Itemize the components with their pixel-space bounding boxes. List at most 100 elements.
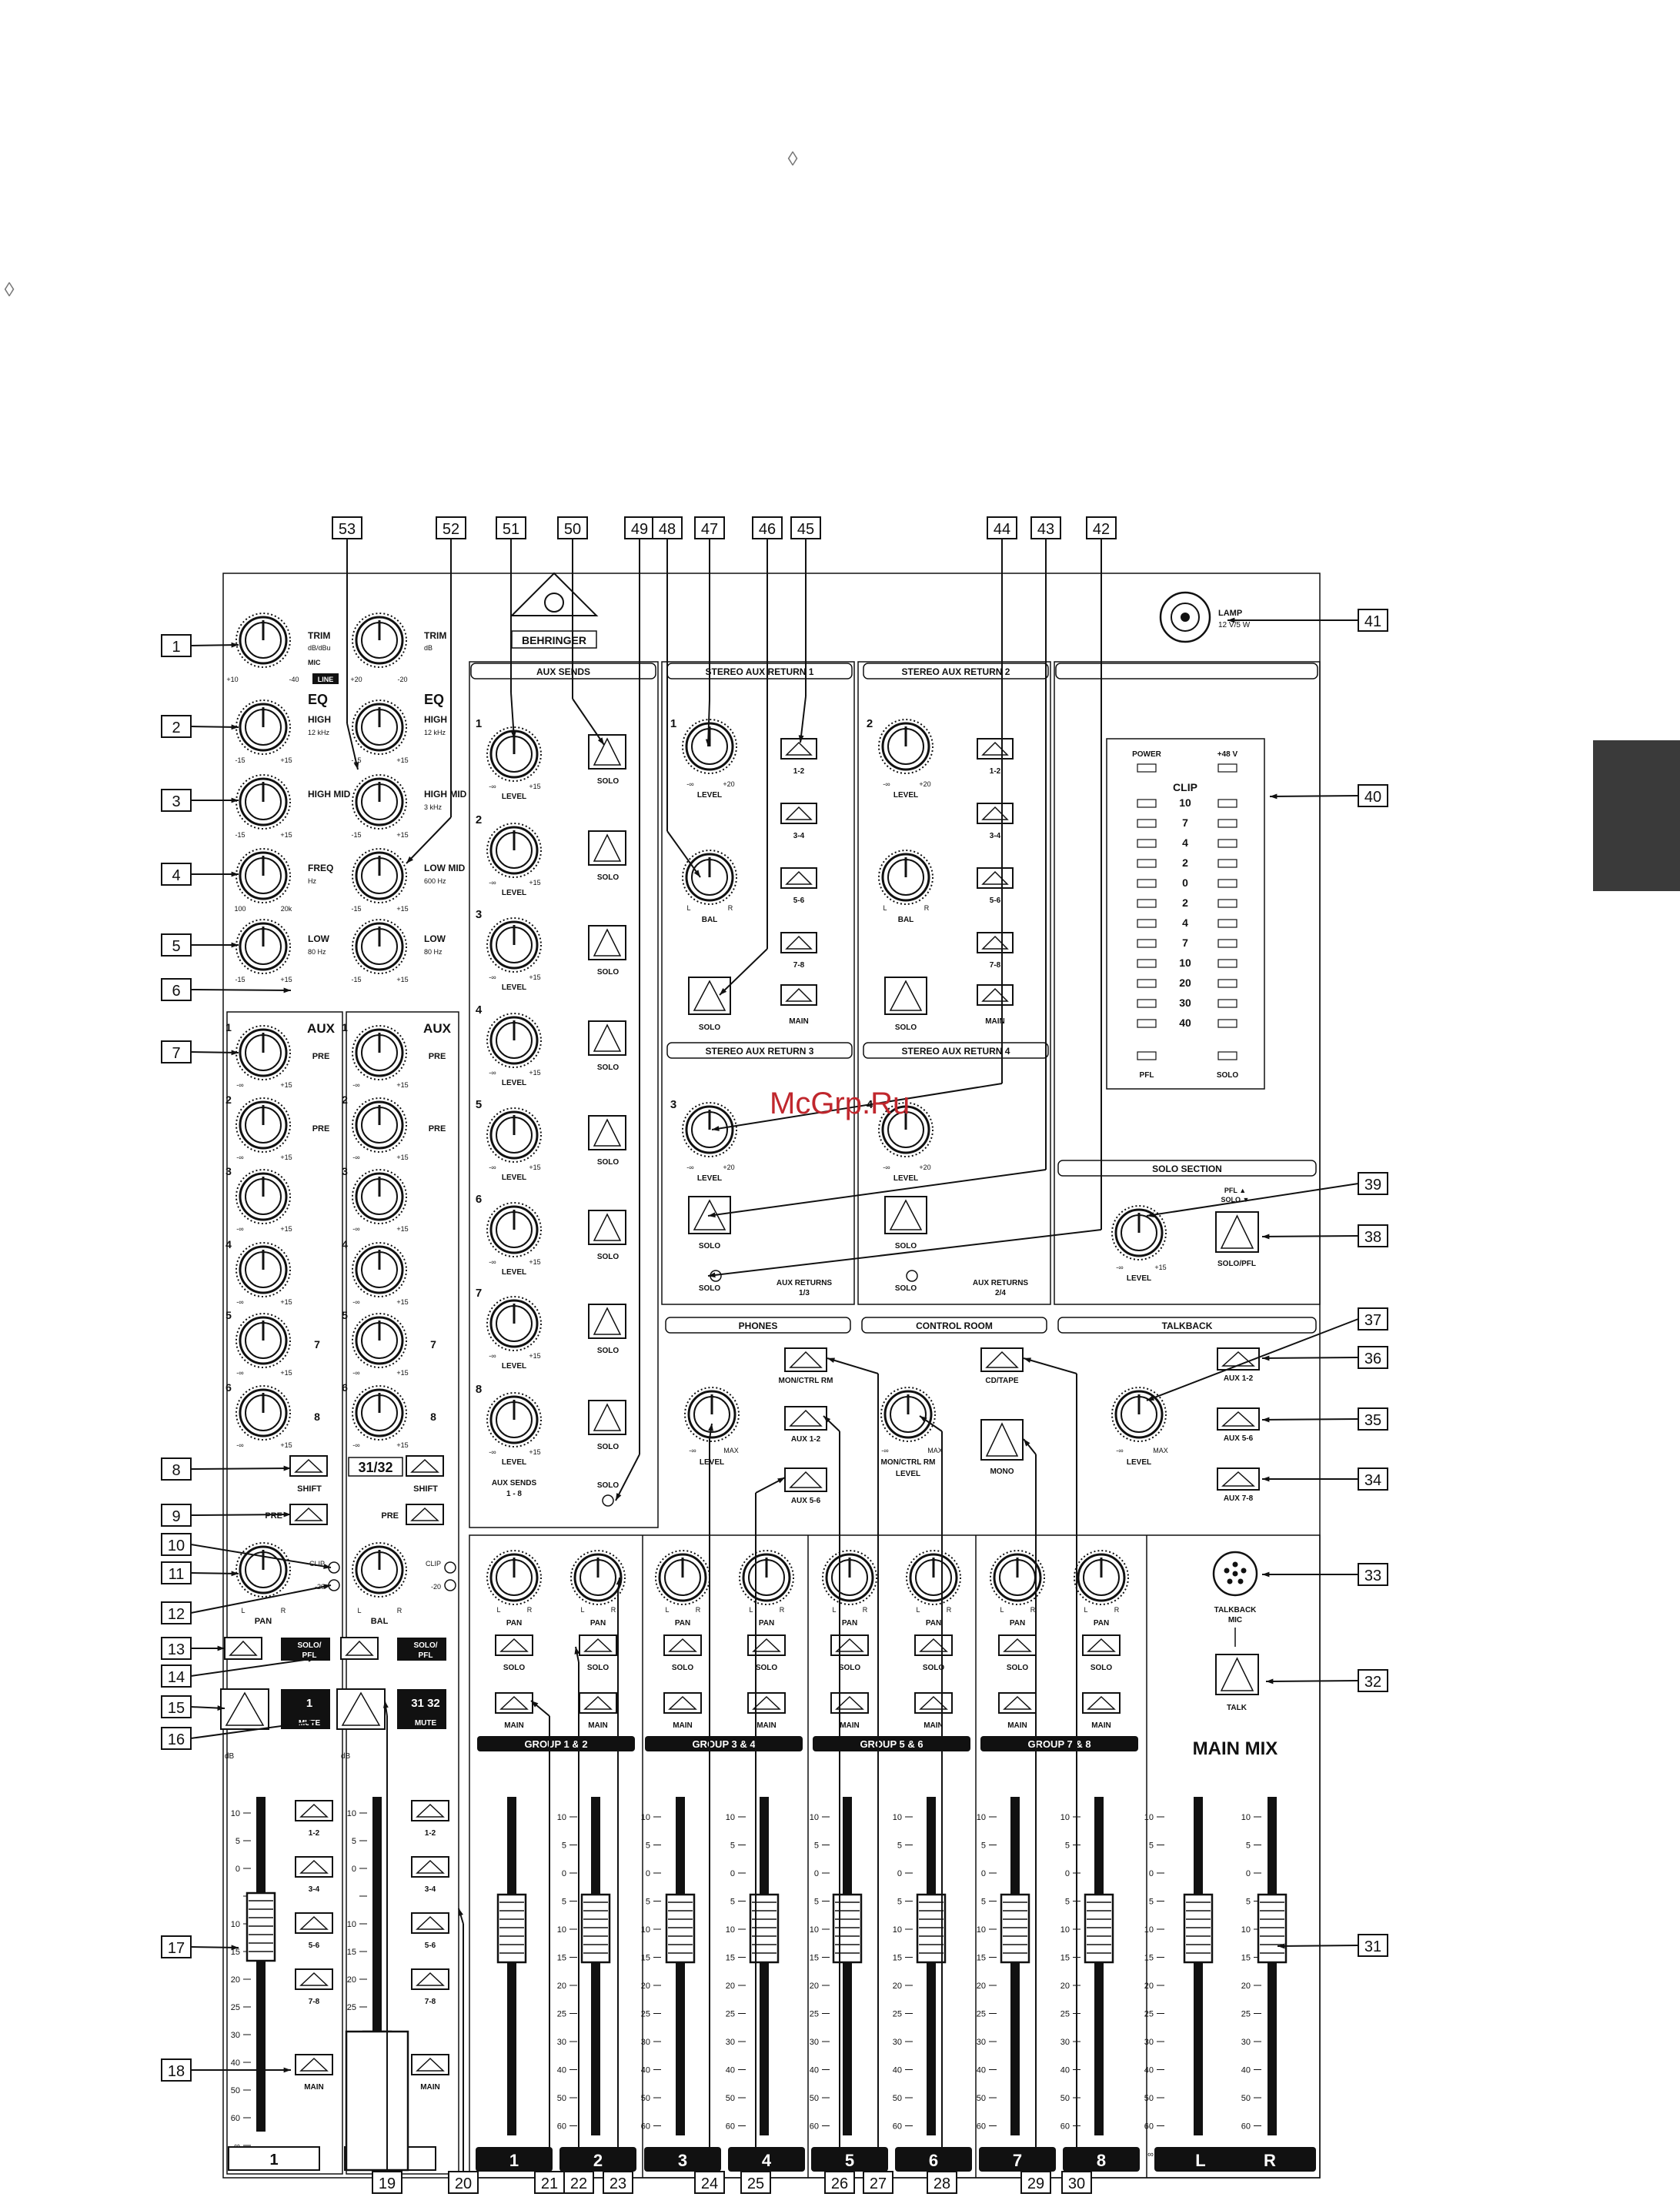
group-pan-label: PAN [590,1619,606,1628]
knob-scale [878,719,934,774]
arrow-head [231,871,239,877]
pan-left-label: L [241,1607,245,1614]
fader-scale-label: 20 [1144,1982,1154,1991]
group-bar [813,1736,970,1751]
arrow-head [323,1564,331,1569]
fader-scale-label: 60 [231,2114,240,2123]
channel-number: 1 [269,2152,278,2169]
shift-button [289,1455,328,1477]
groups-section [469,1534,1321,2179]
callout-27: 27 [863,2171,893,2194]
callout-box [563,2171,594,2194]
fader-scale-label: 25 [347,2003,356,2012]
aux-send-solo-label: SOLO [597,873,620,882]
control-room-level-label: LEVEL [896,1470,920,1478]
callout-18: 18 [161,2058,192,2082]
fader-scale-label: 40 [1144,2066,1154,2075]
aux-max-label: +15 [280,1154,292,1161]
triangle-icon [693,980,726,1011]
group-solo-label: SOLO [923,1664,945,1672]
aux-send-number: 4 [476,1003,483,1017]
fader-scale-label: 60 [977,2122,986,2132]
line-label: LINE [318,676,334,683]
arrow-head [1024,1439,1030,1447]
fader-scale-label: 50 [977,2094,986,2103]
fader-scale-label: 10 [1241,1925,1251,1935]
leader-line-8 [190,1467,292,1470]
fader-scale-label: 10 [1060,1813,1070,1822]
clip-led-icon [444,1561,456,1574]
aux-return-number: 2 [867,717,873,730]
callout-number: 48 [659,521,676,538]
fader-scale-label: ∞ [1147,2150,1154,2159]
phones-source-button [784,1406,827,1431]
eq-max-label: +15 [280,831,292,839]
fader-scale-label: 20 [1060,1982,1070,1991]
fader-scale-label: 25 [977,2010,986,2019]
callout-box [1358,784,1388,807]
button-body [411,1800,449,1821]
triangle-icon [668,1695,697,1710]
triangle-icon [789,1351,823,1368]
aux-send-solo-button [588,1210,626,1245]
triangle-icon [299,1972,329,1986]
group-pan-left: L [916,1606,920,1614]
aux-return-main-button [977,984,1014,1006]
arrow-head [708,1424,713,1431]
aux-return-level-label: LEVEL [697,791,722,800]
fader-scale-label: 10 [557,1813,566,1822]
aux-number: 1 [225,1021,232,1033]
aux-min-label: -∞ [352,1225,359,1233]
talk-label: TALK [1227,1704,1247,1712]
fader-scale-label: 10 [893,1813,902,1822]
aux-send-knob [486,1107,542,1163]
group-number: 4 [762,2151,772,2170]
fader-scale-label: 15 [977,1954,986,1963]
arrow-head [708,1212,716,1218]
trim-label: TRIM [308,630,330,641]
solo-pfl-label: SOLO/ [413,1641,437,1650]
button-body [998,1634,1037,1656]
meter-value-label: 7 [1182,816,1188,829]
aux-return-solo-led-label: SOLO [699,1284,721,1293]
fader-slot [1194,1797,1203,2135]
button-body [1082,1634,1121,1656]
triangle-icon [593,833,622,862]
aux-return-level-label: LEVEL [697,1174,722,1183]
meter-led-right-icon [1217,959,1237,968]
group-fader [580,1797,611,2135]
aux-sends-footer-range: 1 - 8 [506,1490,522,1498]
talkback-assign-label: AUX 1-2 [1224,1374,1254,1383]
callout-number: 40 [1364,789,1381,806]
triangle-icon [593,928,622,957]
leader-line-31 [1277,1945,1359,1947]
fader-scale-label: 30 [641,2038,650,2047]
channel-number-box [228,2146,320,2171]
fader-scale-label: 60 [557,2122,566,2132]
aux-max-label: +15 [396,1298,408,1306]
meter-led-left-icon [1137,799,1157,808]
callout-number: 32 [1364,1674,1381,1691]
callout-number: 23 [610,2175,626,2192]
fader-slot [256,1797,266,2132]
pre-label: PRE [312,1124,330,1134]
pfl-led-icon [1137,1051,1157,1060]
callout-box [1358,1407,1388,1431]
fader-scale-label: 10 [641,1813,650,1822]
aux-max-label: +15 [280,1225,292,1233]
route-button [411,1968,449,1990]
group-main-button [998,1692,1037,1714]
callout-box [161,634,192,657]
triangle-icon [341,1691,381,1726]
fader-slot [1094,1797,1104,2135]
fader-scale-label: 50 [1144,2094,1154,2103]
callout-box [557,516,588,539]
group-name-bar: GROUP 1 & 2 [477,1736,635,1751]
triangle-icon [583,1695,613,1710]
group-pan-left: L [665,1606,669,1614]
section-header-label: PHONES [739,1321,778,1331]
callout-number: 30 [1068,2175,1085,2192]
aux-return-solo-label: SOLO [895,1023,917,1032]
arrow-head [353,762,359,770]
main-label: MAIN [420,2083,440,2092]
